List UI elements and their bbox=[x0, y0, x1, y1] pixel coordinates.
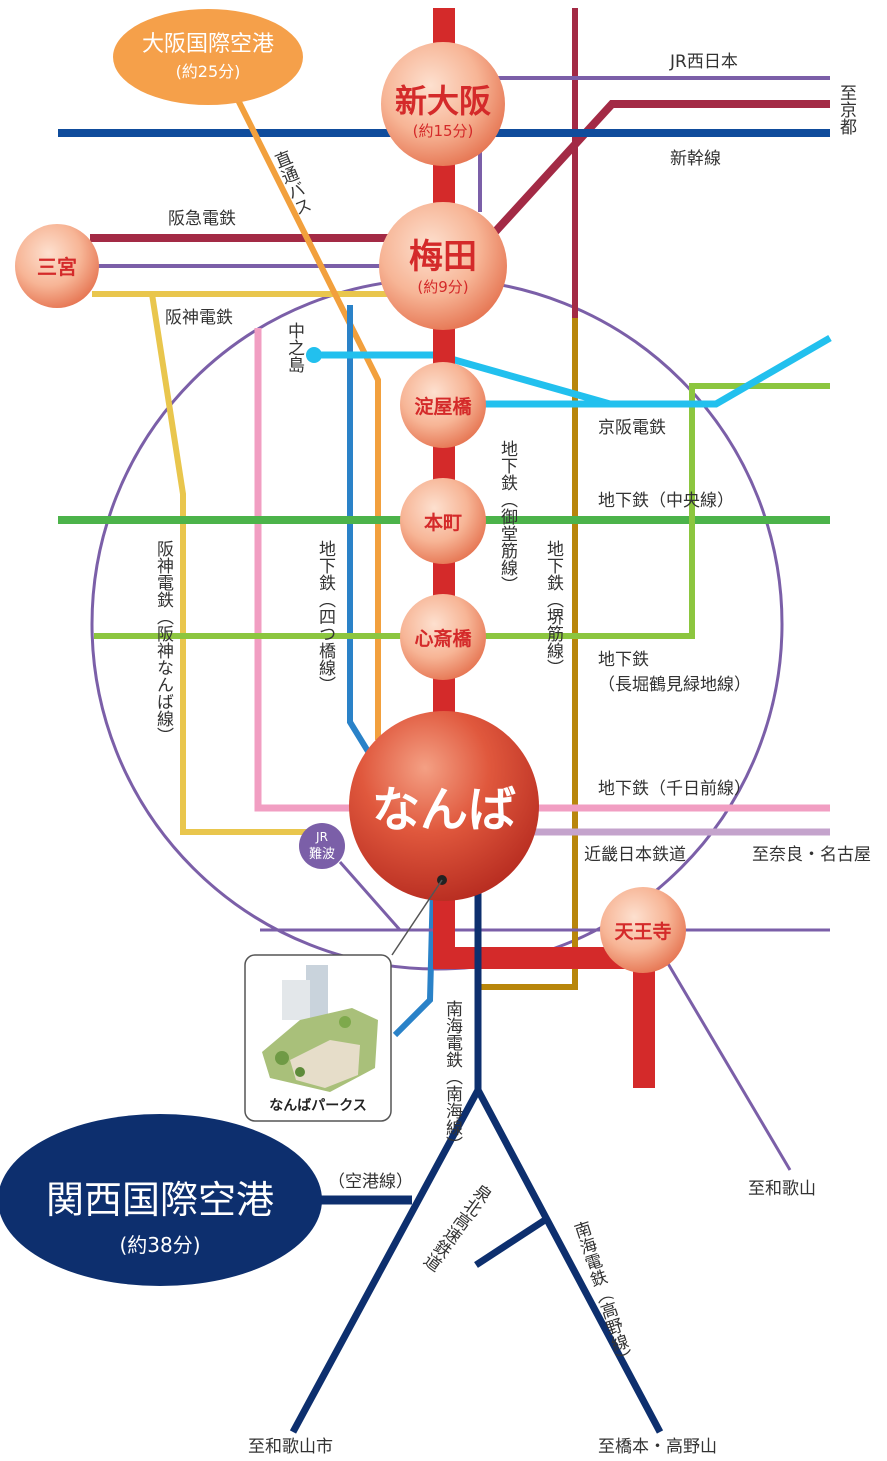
jr-kyoto-line bbox=[492, 100, 830, 235]
hanwa-line bbox=[658, 949, 792, 1171]
hankyu-label: 阪急電鉄 bbox=[168, 209, 236, 229]
wakayama-destination: 至和歌山 bbox=[748, 1179, 816, 1199]
umeda-station[interactable] bbox=[379, 202, 507, 330]
sennichimae-label: 地下鉄（千日前線） bbox=[598, 779, 751, 799]
kyoto-destination: 至京都 bbox=[836, 84, 857, 135]
jr-namba-station[interactable] bbox=[299, 823, 345, 869]
shin-osaka-station[interactable] bbox=[381, 42, 505, 166]
yodoyabashi-station[interactable] bbox=[400, 362, 486, 448]
building-photo-icon bbox=[262, 965, 378, 1092]
sannomiya-name: 三宮 bbox=[37, 255, 77, 279]
sakaisuji-label: 地下鉄（堺筋線） bbox=[543, 540, 564, 676]
bus-label: 直通バス bbox=[269, 148, 313, 219]
namba-parks-card[interactable]: なんばパークス bbox=[244, 954, 392, 1122]
namba-station[interactable] bbox=[349, 711, 539, 901]
yotsubashi-label: 地下鉄（四つ橋線） bbox=[315, 540, 336, 693]
nakanoshima-dot bbox=[306, 347, 322, 363]
shin-osaka-time: (約15分) bbox=[413, 122, 474, 140]
bus-route bbox=[229, 86, 381, 740]
shin-osaka-name: 新大阪 bbox=[395, 82, 491, 120]
shinkansen-label: 新幹線 bbox=[670, 148, 721, 169]
umeda-name: 梅田 bbox=[409, 237, 477, 277]
nankai-main-label: 南海電鉄（南海線） bbox=[442, 1000, 463, 1153]
kix-airport-bubble bbox=[0, 1114, 322, 1286]
hanshin-label: 阪神電鉄 bbox=[165, 308, 233, 328]
namba-parks-label: なんばパークス bbox=[269, 1098, 367, 1114]
nara-destination: 至奈良・名古屋 bbox=[752, 845, 871, 865]
nagahori-label-2: （長堀鶴見緑地線） bbox=[598, 675, 751, 695]
midosuji-south-line bbox=[433, 930, 655, 1088]
nankai-koya-line bbox=[474, 1088, 664, 1434]
nakanoshima-label: 中之島 bbox=[284, 322, 305, 374]
honmachi-name: 本町 bbox=[424, 511, 462, 534]
itami-airport-bubble bbox=[113, 9, 303, 105]
umeda-time: (約9分) bbox=[417, 278, 468, 296]
kintetsu-label: 近畿日本鉄道 bbox=[584, 845, 686, 865]
yodoyabashi-name: 淀屋橋 bbox=[414, 395, 472, 418]
nankai-main-line bbox=[289, 1088, 482, 1434]
nagahori-line bbox=[94, 383, 830, 639]
jr-namba-line1: JR bbox=[315, 830, 328, 844]
namba-name: なんば bbox=[372, 782, 516, 838]
senboku-line bbox=[474, 1217, 547, 1268]
tennoji-station[interactable] bbox=[600, 887, 686, 973]
namba-parks-pointer bbox=[391, 879, 443, 956]
jr-namba-line2: 難波 bbox=[309, 847, 335, 862]
kix-airport-name: 関西国際空港 bbox=[46, 1178, 274, 1222]
kix-airport-time: (約38分) bbox=[119, 1233, 200, 1257]
keihan-line bbox=[460, 334, 832, 408]
airport-line-label: （空港線） bbox=[328, 1172, 413, 1192]
wakayamashi-destination: 至和歌山市 bbox=[248, 1437, 333, 1457]
nagahori-label-1: 地下鉄 bbox=[598, 650, 649, 670]
jr-west-label: JR西日本 bbox=[669, 52, 738, 72]
sennichimae-line bbox=[254, 328, 830, 812]
sakaisuji-line bbox=[480, 318, 578, 990]
nankai-koya-label: 南海電鉄（高野線） bbox=[568, 1219, 635, 1371]
shinsaibashi-station[interactable] bbox=[400, 594, 486, 680]
chuo-label: 地下鉄（中央線） bbox=[598, 491, 734, 511]
midosuji-label: 地下鉄（御堂筋線） bbox=[497, 440, 518, 593]
shinsaibashi-name: 心斎橋 bbox=[414, 627, 472, 650]
itami-airport-name: 大阪国際空港 bbox=[142, 32, 274, 57]
hanshin-namba-line bbox=[149, 293, 318, 835]
honmachi-station[interactable] bbox=[400, 478, 486, 564]
itami-airport-time: (約25分) bbox=[176, 62, 241, 81]
tennoji-name: 天王寺 bbox=[614, 921, 671, 943]
hanshin-namba-label: 阪神電鉄（阪神なんば線） bbox=[153, 540, 174, 744]
keihan-label: 京阪電鉄 bbox=[598, 418, 666, 438]
sannomiya-station[interactable] bbox=[15, 224, 99, 308]
koya-destination: 至橋本・高野山 bbox=[598, 1437, 717, 1457]
